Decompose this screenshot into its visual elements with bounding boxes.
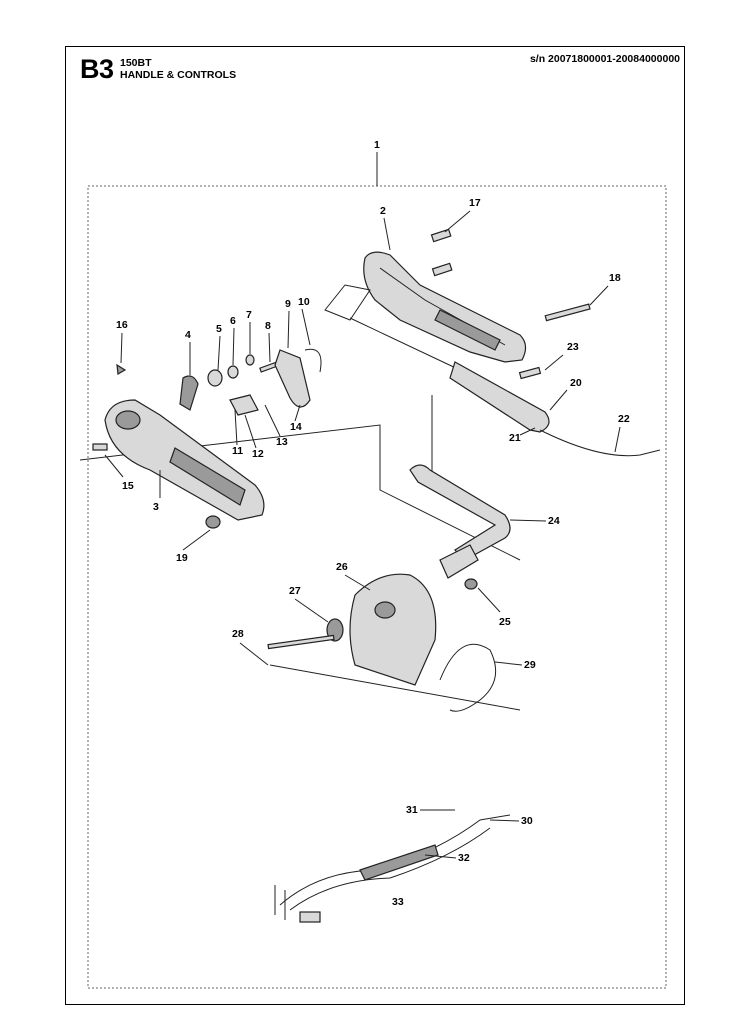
callout-29: 29 [524, 659, 536, 671]
callout-20: 20 [570, 377, 582, 389]
main-handle-part [104, 399, 265, 521]
callout-14: 14 [290, 421, 302, 433]
long-bolt [267, 634, 335, 650]
callout-1: 1 [374, 139, 380, 151]
callout-11: 11 [232, 445, 243, 457]
callout-7: 7 [246, 309, 252, 321]
axis-line-lower [269, 664, 521, 711]
callout-3: 3 [153, 501, 159, 513]
nut-part [205, 515, 221, 529]
callout-18: 18 [609, 272, 621, 284]
callout-31: 31 [406, 804, 418, 816]
screws [430, 228, 591, 380]
axis-line-main [79, 424, 521, 561]
callout-15: 15 [122, 480, 134, 492]
callout-5: 5 [216, 323, 222, 335]
callout-26: 26 [336, 561, 348, 573]
callout-6: 6 [230, 315, 236, 327]
callout-23: 23 [567, 341, 579, 353]
callout-2: 2 [380, 205, 386, 217]
wire-harness-part [274, 814, 511, 923]
section-title: HANDLE & CONTROLS [120, 69, 237, 81]
leader-lines [104, 210, 621, 859]
callout-33: 33 [392, 896, 404, 908]
callout-13: 13 [276, 436, 288, 448]
handle-frame-part [363, 251, 527, 363]
drawing-frame [65, 46, 685, 1005]
callout-24: 24 [548, 515, 560, 527]
callout-9: 9 [285, 298, 291, 310]
callout-labels: 1 2 3 4 5 6 7 8 9 10 11 12 13 14 15 16 1… [116, 139, 630, 908]
throttle-wire-bracket [324, 284, 371, 321]
callout-32: 32 [458, 852, 470, 864]
callout-8: 8 [265, 320, 271, 332]
lever-arm-part [449, 361, 550, 433]
callout-30: 30 [521, 815, 533, 827]
callout-12: 12 [252, 448, 264, 460]
callout-4: 4 [185, 329, 191, 341]
callout-17: 17 [469, 197, 481, 209]
callout-25: 25 [499, 616, 511, 628]
clamp-part [349, 573, 437, 686]
throttle-cable [539, 429, 661, 457]
callout-27: 27 [289, 585, 301, 597]
serial-range: s/n 20071800001-20084000000 [529, 53, 680, 65]
callout-10: 10 [298, 296, 310, 308]
model-name: 150BT [120, 57, 152, 69]
callout-16: 16 [116, 319, 128, 331]
callout-19: 19 [176, 552, 188, 564]
ground-wire [439, 643, 497, 712]
throttle-rod [349, 317, 461, 371]
callout-21: 21 [509, 432, 521, 444]
section-code: B3 [80, 54, 114, 84]
loop-handle-part [409, 464, 511, 579]
nut-25 [464, 578, 478, 590]
callout-28: 28 [232, 628, 244, 640]
callout-22: 22 [618, 413, 630, 425]
